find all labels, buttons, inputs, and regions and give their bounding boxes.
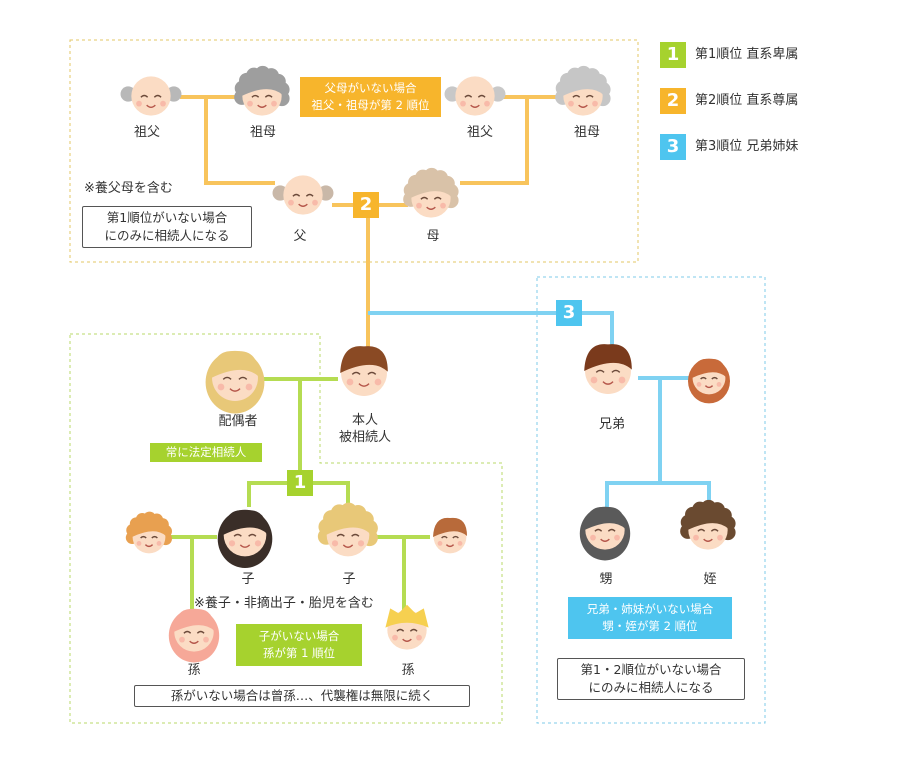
maternal-grandfather-face [444,76,506,116]
descendant-lines [165,377,430,612]
siblings-condition-box: 第1・2順位がいない場合 にのみに相続人になる [557,658,745,700]
spouse-note: 常に法定相続人 [150,443,262,462]
siblings-note-line1: 兄弟・姉妹がいない場合 [586,602,714,616]
nephew-label: 甥 [599,572,613,587]
siblings-condition-line2: にのみに相続人になる [588,680,714,695]
nephew-face [579,506,631,561]
father-face [272,175,334,215]
sibling-spouse-face [688,358,730,404]
grandchild1-label: 孫 [187,663,201,678]
legend-second-text: 第2順位 直系尊属 [695,93,799,108]
legend-first-badge: 1 [660,42,686,68]
nephew-niece-bracket [605,481,711,508]
sibling-label: 兄弟 [598,417,625,432]
father-label: 父 [293,229,307,244]
descendants-region [69,333,503,724]
spouse-face [205,350,265,414]
legend-third-text: 第3順位 兄弟姉妹 [695,139,799,154]
ascendants-condition-line1: 第1順位がいない場合 [106,210,228,225]
sibling-face [584,344,632,394]
self-face [340,346,388,396]
paternal-grandmother-label: 祖母 [249,125,276,140]
child1-label: 子 [241,572,255,587]
grandparents-note-line2: 祖父・祖母が第 2 順位 [311,98,430,112]
siblings-note-line2: 甥・姪が第 2 順位 [602,619,698,633]
niece-label: 姪 [703,572,717,587]
third-rank-badge: 3 [556,300,582,326]
paternal-grandparents-drop [204,97,275,185]
legend-first-text: 第1順位 直系卑属 [695,47,799,62]
grandchild2-face [385,604,429,650]
second-rank-badge: 2 [353,192,379,218]
legend-second-badge: 2 [660,88,686,114]
siblings-region [536,276,766,724]
child-note: ※養子・非摘出子・胎児を含む [194,596,374,611]
grandparents-note-line1: 父母がいない場合 [324,81,417,95]
paternal-grandmother-face [234,65,290,116]
ascendants-condition-line2: にのみに相続人になる [104,228,230,243]
child1-face [217,509,273,569]
ascendants-region [69,39,639,263]
no-child-note-line1: 子がいない場合 [258,629,340,643]
child1-spouse-face [125,511,172,554]
grandchild2-label: 孫 [401,663,415,678]
mother-face [403,167,459,218]
maternal-grandparents-drop [460,97,529,185]
paternal-grandfather-face [120,76,182,116]
paternal-grandfather-label: 祖父 [133,125,160,140]
adoptive-parents-note: ※養父母を含む [84,181,173,196]
maternal-grandmother-label: 祖母 [573,125,600,140]
sibling-lines [368,311,711,508]
ascendants-condition-box: 第1順位がいない場合 にのみに相続人になる [82,206,252,248]
grandchild1-face [168,608,220,663]
self-label-line1: 本人 [351,413,378,428]
no-child-note: 子がいない場合 孫が第 1 順位 [236,624,362,666]
maternal-grandfather-label: 祖父 [466,125,493,140]
child2-spouse-face [433,517,467,554]
parents-to-sibling-line [368,311,614,350]
siblings-condition-line1: 第1・2順位がいない場合 [580,662,722,677]
siblings-note: 兄弟・姉妹がいない場合 甥・姪が第 2 順位 [568,597,732,639]
mother-label: 母 [426,229,440,244]
no-child-note-line2: 孫が第 1 順位 [262,646,336,660]
first-rank-badge: 1 [287,470,313,496]
child2-label: 子 [342,572,356,587]
legend-third-badge: 3 [660,134,686,160]
niece-face [680,499,736,550]
spouse-label: 配偶者 [218,414,258,429]
succession-note: 孫がいない場合は曾孫…、代襲権は無限に続く [134,685,470,707]
child2-face [317,502,378,557]
grandparents-note: 父母がいない場合 祖父・祖母が第 2 順位 [300,77,441,117]
maternal-grandmother-face [555,65,611,116]
self-label-line2: 被相続人 [338,430,391,445]
